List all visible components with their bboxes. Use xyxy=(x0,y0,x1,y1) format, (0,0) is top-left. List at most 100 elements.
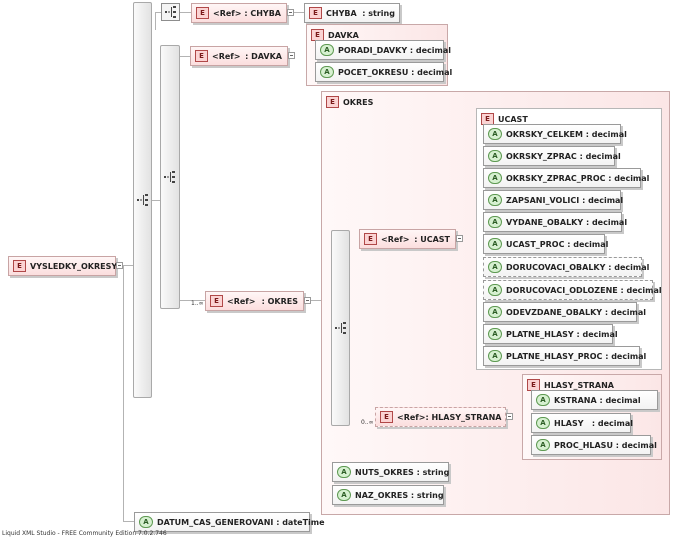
attribute-odevzdane-obalky[interactable]: A ODEVZDANE_OBALKY : decimal xyxy=(483,302,646,322)
collapse-toggle-hlasy-strana[interactable] xyxy=(506,413,513,420)
type-colon: : xyxy=(410,490,415,500)
collapse-toggle-okres[interactable] xyxy=(304,297,311,304)
attribute-type: decimal xyxy=(588,195,624,205)
type-colon: : xyxy=(591,418,596,428)
attribute-platne-hlasy-proc[interactable]: A PLATNE_HLASY_PROC : decimal xyxy=(483,346,646,366)
attribute-nuts-okres[interactable]: A NUTS_OKRES : string xyxy=(332,462,449,482)
attribute-hlasy[interactable]: A HLASY : decimal xyxy=(531,413,634,433)
ref-colon: : xyxy=(245,51,249,61)
attribute-icon: A xyxy=(320,44,334,56)
attribute-icon: A xyxy=(488,172,502,184)
attribute-icon: A xyxy=(488,194,502,206)
attribute-icon: A xyxy=(536,394,550,406)
ref-davka[interactable]: E <Ref> : DAVKA xyxy=(190,46,288,66)
okres-sequence-compositor[interactable] xyxy=(331,230,350,426)
element-icon: E xyxy=(380,411,393,423)
attribute-name: OKRSKY_ZPRAC_PROC xyxy=(506,173,606,183)
connector-line xyxy=(123,265,133,266)
ref-hlasy-strana[interactable]: E <Ref> : HLASY_STRANA xyxy=(375,407,506,427)
ref-name: UCAST xyxy=(420,234,450,244)
attribute-icon: A xyxy=(488,128,502,140)
attribute-type: decimal xyxy=(591,217,628,227)
ref-ucast[interactable]: E <Ref> : UCAST xyxy=(359,229,456,249)
attribute-type: decimal xyxy=(610,307,646,317)
attribute-name: DORUCOVACI_ODLOZENE xyxy=(506,285,618,295)
attribute-type: dateTime xyxy=(282,517,325,527)
root-element-vysledky-okresy[interactable]: E VYSLEDKY_OKRESY xyxy=(8,256,118,276)
attribute-type: decimal xyxy=(614,173,650,183)
attribute-datum-cas-generovani[interactable]: A DATUM_CAS_GENEROVANI : dateTime xyxy=(134,512,325,532)
attribute-okrsky-celkem[interactable]: A OKRSKY_CELKEM : decimal xyxy=(483,124,627,144)
attribute-platne-hlasy[interactable]: A PLATNE_HLASY : decimal xyxy=(483,324,618,344)
attribute-name: HLASY xyxy=(554,418,584,428)
ref-chyba[interactable]: E <Ref> : CHYBA xyxy=(191,3,287,23)
ref-colon: : xyxy=(244,8,248,18)
attribute-name: NUTS_OKRES xyxy=(355,467,414,477)
attribute-okrsky-zprac-proc[interactable]: A OKRSKY_ZPRAC_PROC : decimal xyxy=(483,168,649,188)
attribute-pocet-okresu[interactable]: A POCET_OKRESU : decimal xyxy=(315,62,452,82)
attribute-dorucovaci-obalky[interactable]: A DORUCOVACI_OBALKY : decimal xyxy=(483,257,649,277)
collapse-toggle-davka[interactable] xyxy=(288,52,295,59)
element-icon: E xyxy=(195,50,208,62)
sequence-icon xyxy=(164,171,175,183)
attribute-name: DATUM_CAS_GENEROVANI xyxy=(157,517,274,527)
inner-sequence-compositor[interactable] xyxy=(160,45,180,309)
chyba-choice-compositor[interactable] xyxy=(161,3,180,21)
attribute-icon: A xyxy=(488,306,502,318)
attribute-icon: A xyxy=(488,284,502,296)
attribute-icon: A xyxy=(536,439,550,451)
ref-okres[interactable]: E <Ref> : OKRES xyxy=(205,291,304,311)
ref-keyword: <Ref> xyxy=(212,51,241,61)
type-colon: : xyxy=(409,45,414,55)
attribute-type: decimal xyxy=(605,395,641,405)
connector-line xyxy=(180,12,191,13)
collapse-toggle-ucast[interactable] xyxy=(456,235,463,242)
attribute-icon: A xyxy=(488,261,502,273)
sequence-icon xyxy=(164,6,176,18)
type-colon: : xyxy=(579,151,583,161)
connector-line xyxy=(294,12,304,13)
element-type: string xyxy=(368,8,395,18)
ref-colon: : xyxy=(261,296,265,306)
ref-keyword: <Ref> xyxy=(227,296,256,306)
cardinality-hlasy-strana: 0..∞ xyxy=(361,419,374,426)
root-sequence-compositor[interactable] xyxy=(133,2,152,398)
type-colon: : xyxy=(582,195,586,205)
attribute-icon: A xyxy=(488,328,502,340)
attribute-poradi-davky[interactable]: A PORADI_DAVKY : decimal xyxy=(315,40,451,60)
attribute-dorucovaci-odlozene[interactable]: A DORUCOVACI_ODLOZENE : decimal xyxy=(483,280,662,300)
ref-keyword: <Ref> xyxy=(381,234,410,244)
attribute-vydane-obalky[interactable]: A VYDANE_OBALKY : decimal xyxy=(483,212,627,232)
type-colon: : xyxy=(362,8,366,18)
group-header: E OKRES xyxy=(326,96,373,108)
attribute-proc-hlasu[interactable]: A PROC_HLASU : decimal xyxy=(531,435,657,455)
connector-line xyxy=(180,300,205,301)
element-name: VYSLEDKY_OKRESY xyxy=(30,261,118,271)
ref-keyword: <Ref> xyxy=(213,8,242,18)
attribute-name: DORUCOVACI_OBALKY xyxy=(506,262,606,272)
connector-line xyxy=(152,200,160,201)
connector-line xyxy=(180,56,190,57)
attribute-naz-okres[interactable]: A NAZ_OKRES : string xyxy=(332,485,444,505)
element-name: CHYBA xyxy=(326,8,357,18)
attribute-type: decimal xyxy=(597,418,634,428)
attribute-type: decimal xyxy=(591,129,627,139)
type-colon: : xyxy=(585,217,590,227)
ref-name: HLASY_STRANA xyxy=(431,412,502,422)
type-colon: : xyxy=(599,395,603,405)
attribute-ucast-proc[interactable]: A UCAST_PROC : decimal xyxy=(483,234,608,254)
attribute-okrsky-zprac[interactable]: A OKRSKY_ZPRAC : decimal xyxy=(483,146,621,166)
type-colon: : xyxy=(605,351,609,361)
element-chyba[interactable]: E CHYBA : string xyxy=(304,3,400,23)
sequence-icon xyxy=(334,322,346,334)
attribute-type: decimal xyxy=(415,45,452,55)
collapse-toggle-root[interactable] xyxy=(116,262,123,269)
element-icon: E xyxy=(196,7,209,19)
connector-line xyxy=(311,300,321,301)
collapse-toggle-chyba[interactable] xyxy=(287,9,294,16)
attribute-zapsani-volici[interactable]: A ZAPSANI_VOLICI : decimal xyxy=(483,190,624,210)
attribute-kstrana[interactable]: A KSTRANA : decimal xyxy=(531,390,658,410)
attribute-icon: A xyxy=(139,516,153,528)
connector-line xyxy=(123,265,124,522)
attribute-name: POCET_OKRESU xyxy=(338,67,409,77)
